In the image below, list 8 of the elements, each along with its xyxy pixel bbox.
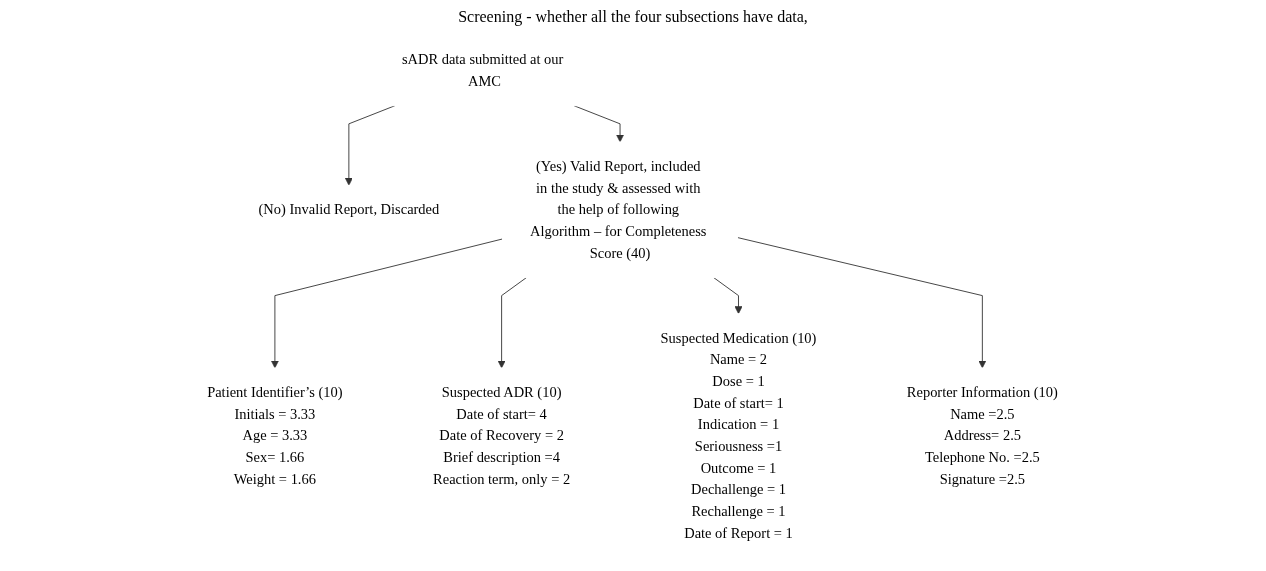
node-text: Reporter Information (10) Name =2.5 Address= 2.5 Telephone No. =2.5 Signature =2.5 [907, 384, 1059, 487]
node-text: (Yes) Valid Report, included in the study & assessed with the help of following Algorithm – for Completeness Score (40) [530, 158, 707, 261]
node-text: Suspected ADR (10) Date of start= 4 Date of Recovery = 2 Brief description =4 Reaction term, only = 2 [433, 384, 571, 487]
node-text: (No) Invalid Report, Discarded [258, 201, 440, 217]
node-text: sADR data submitted at our AMC [402, 51, 564, 89]
node-text: Suspected Medication (10) Name = 2 Dose = 1 Date of start= 1 Indication = 1 Seriousness =1 Outcome = 1 Dechallenge = 1 Rechallenge = 1 Date of Report = 1 [661, 329, 817, 541]
note-text: Screening - whether all the four subsections have data, [458, 8, 808, 26]
node-text: Patient Identifier’s (10) Initials = 3.33 Age = 3.33 Sex= 1.66 Weight = 1.66 [207, 384, 344, 487]
